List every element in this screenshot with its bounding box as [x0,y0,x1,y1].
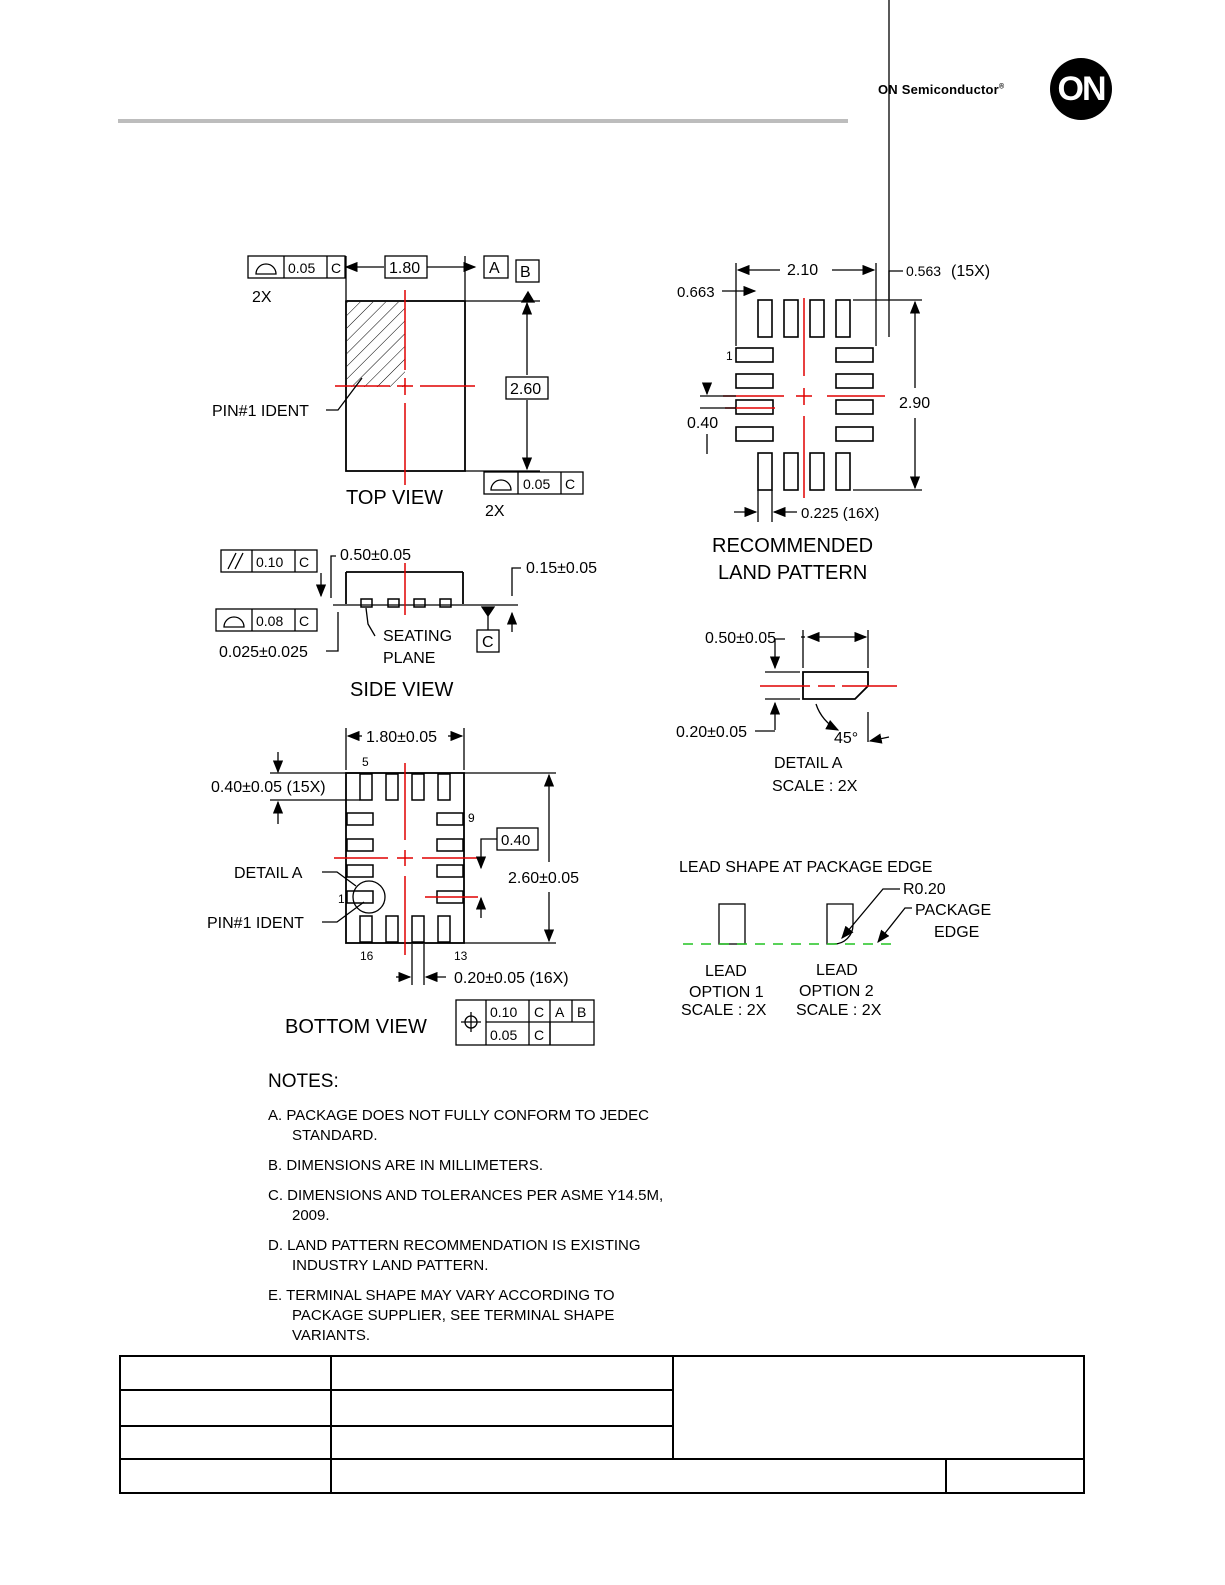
side-seating: SEATING [383,628,452,645]
ls-title: LEAD SHAPE AT PACKAGE EDGE [679,859,932,876]
lp-pitch: 0.40 [687,415,718,432]
da-width: 0.20±0.05 [676,724,747,741]
lp-pad-len-val: 0.563 [906,263,941,279]
datum-a: A [489,260,500,277]
top-fc2-value: 0.05 [523,476,550,492]
side-thickness: 0.50±0.05 [340,547,411,564]
lp-title1: RECOMMENDED [712,535,873,557]
note-item: C. DIMENSIONS AND TOLERANCES PER ASME Y1… [268,1187,664,1224]
ls-opt2-c: SCALE : 2X [796,1002,882,1019]
bottom-detail-a: DETAIL A [234,865,303,882]
pos-c2: C [534,1027,544,1043]
bottom-view: 1.80±0.05 5 [207,728,595,1046]
lp-title2: LAND PATTERN [718,562,867,584]
da-angle: 45° [834,730,858,747]
pos-v2: 0.05 [490,1027,517,1043]
side-parallel-value: 0.10 [256,554,283,570]
bottom-pitch: 0.40 [501,832,530,849]
side-flat-datum: C [299,613,309,629]
ls-opt1-c: SCALE : 2X [681,1002,767,1019]
side-lead-thick: 0.15±0.05 [526,560,597,577]
lp-width: 2.10 [787,262,818,279]
ls-pkg1: PACKAGE [915,902,991,919]
tb-divider [672,1357,674,1459]
notes-title: NOTES: [268,1071,339,1092]
side-view-title: SIDE VIEW [350,679,453,701]
pos-v1: 0.10 [490,1004,517,1020]
bottom-pin1-num: 1 [338,892,345,906]
top-fc-value: 0.05 [288,260,315,276]
header-rule [118,119,848,123]
top-width-dim: 1.80 [389,260,420,277]
pos-a: A [555,1004,565,1020]
bottom-width: 1.80±0.05 [366,729,437,746]
ls-radius: R0.20 [903,881,946,898]
lp-pad-len-count: (15X) [951,263,990,280]
top-view: 0.05 C 2X 1.80 A B 2.60 [212,255,584,520]
ls-opt2-b: OPTION 2 [799,983,874,1000]
note-item: B. DIMENSIONS ARE IN MILLIMETERS. [268,1157,544,1174]
bottom-lead-width: 0.20±0.05 (16X) [454,970,569,987]
pos-c: C [534,1004,544,1020]
land-pattern: 2.10 0.563 (15X) 0.663 2.90 [677,0,990,584]
bottom-pin5: 5 [362,755,369,769]
side-flat-value: 0.08 [256,613,283,629]
ls-opt1-a: LEAD [705,963,747,980]
bottom-pin1-label: PIN#1 IDENT [207,915,304,932]
pos-b: B [577,1004,586,1020]
top-pin1-label: PIN#1 IDENT [212,403,309,420]
ls-pkg2: EDGE [934,924,979,941]
side-plane: PLANE [383,650,435,667]
tb-divider [121,1458,1083,1460]
bottom-lead-len: 0.40±0.05 (15X) [211,779,326,796]
tb-divider [121,1389,673,1391]
da-length: 0.50±0.05 [705,630,776,647]
side-datum-c: C [482,634,494,651]
lp-offset: 0.663 [677,284,715,301]
bottom-pin16: 16 [360,949,374,963]
note-item: D. LAND PATTERN RECOMMENDATION IS EXISTI… [268,1237,641,1274]
tb-divider [945,1459,947,1492]
top-height-dim: 2.60 [510,381,541,398]
note-item: A. PACKAGE DOES NOT FULLY CONFORM TO JED… [268,1107,649,1144]
lp-pad-width: 0.225 (16X) [801,505,879,522]
datum-b: B [520,264,531,281]
side-view: 0.10 C 0.50±0.05 0.15±0.05 0.08 C 0.025±… [215,547,597,701]
notes: NOTES: A. PACKAGE DOES NOT FULLY CONFORM… [268,1072,688,1356]
top-fc2-datum: C [565,476,575,492]
note-item: E. TERMINAL SHAPE MAY VARY ACCORDING TO … [268,1287,615,1344]
ls-opt2-a: LEAD [816,962,858,979]
side-parallel-datum: C [299,554,309,570]
bottom-pin13: 13 [454,949,468,963]
top-fc-datum: C [331,260,341,276]
da-scale: SCALE : 2X [772,778,858,795]
lp-pin1: 1 [726,349,733,363]
top-count-left: 2X [252,289,272,306]
lp-height: 2.90 [899,395,930,412]
da-title: DETAIL A [774,755,843,772]
top-count-right: 2X [485,503,505,520]
on-logo: ON [1050,58,1112,120]
lead-shape: LEAD SHAPE AT PACKAGE EDGE R0.20 PACKAGE… [679,859,991,1019]
bottom-pin9: 9 [468,811,475,825]
brand-name: ON Semiconductor® [878,82,1005,97]
tb-divider [121,1425,673,1427]
title-block [119,1355,1085,1494]
detail-a: 0.50±0.05 0.20±0.05 45° DETAIL A SCALE :… [676,630,897,795]
top-view-title: TOP VIEW [346,487,443,509]
ls-opt1-b: OPTION 1 [689,984,764,1001]
tb-divider [330,1357,332,1492]
bottom-height: 2.60±0.05 [508,870,579,887]
bottom-view-title: BOTTOM VIEW [285,1016,427,1038]
side-standoff: 0.025±0.025 [219,644,308,661]
